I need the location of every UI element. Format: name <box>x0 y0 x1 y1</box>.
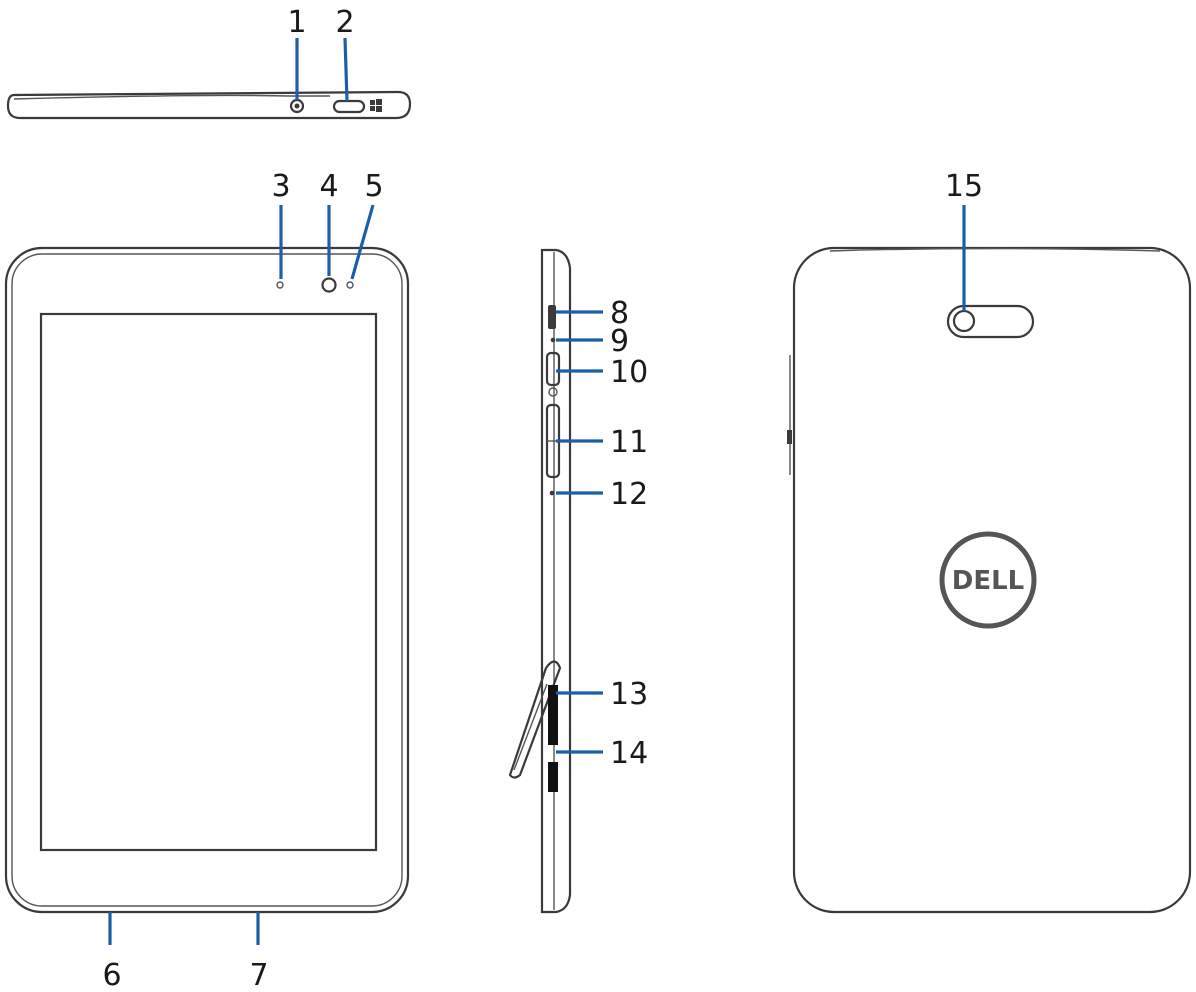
dell-logo-text: DELL <box>952 566 1024 596</box>
callout-11: 11 <box>610 425 648 460</box>
callout-15: 15 <box>945 169 983 204</box>
microphone-icon <box>549 490 555 496</box>
camera-status-light-icon <box>346 281 354 289</box>
top-edge-view: 1 2 <box>6 5 412 120</box>
micro-sim-card-slot-icon <box>548 762 558 792</box>
callout-14: 14 <box>610 736 648 771</box>
callout-9: 9 <box>610 324 629 359</box>
slot-cover-icon <box>508 660 562 779</box>
callout-2: 2 <box>335 5 354 40</box>
rear-camera-housing <box>946 304 1035 339</box>
callout-3: 3 <box>271 169 290 204</box>
microsd-card-slot-icon <box>548 685 558 745</box>
callout-5: 5 <box>364 169 383 204</box>
callout-10: 10 <box>610 355 648 390</box>
callout-4: 4 <box>319 169 338 204</box>
callout-13: 13 <box>610 677 648 712</box>
windows-button-icon <box>332 99 366 114</box>
callout-1: 1 <box>287 5 306 40</box>
side-view: 8 9 10 11 12 13 14 <box>508 248 648 914</box>
front-view: 3 4 5 6 7 <box>4 169 410 992</box>
callout-8: 8 <box>610 296 629 331</box>
power-button-icon <box>545 351 561 387</box>
windows-logo-icon <box>370 99 382 112</box>
front-screen <box>39 312 378 852</box>
back-view: 15 DELL <box>787 169 1192 914</box>
leader-line-2 <box>343 37 349 102</box>
front-camera-icon <box>321 277 337 293</box>
micro-usb-port-icon <box>548 305 556 329</box>
rear-camera-icon <box>952 309 976 333</box>
ambient-light-sensor-icon <box>276 281 284 289</box>
callout-6: 6 <box>102 958 121 992</box>
battery-light-icon <box>550 337 556 343</box>
dell-logo: DELL <box>939 531 1037 629</box>
callout-12: 12 <box>610 477 648 512</box>
callout-7: 7 <box>249 958 268 992</box>
front-bezel <box>4 246 410 914</box>
